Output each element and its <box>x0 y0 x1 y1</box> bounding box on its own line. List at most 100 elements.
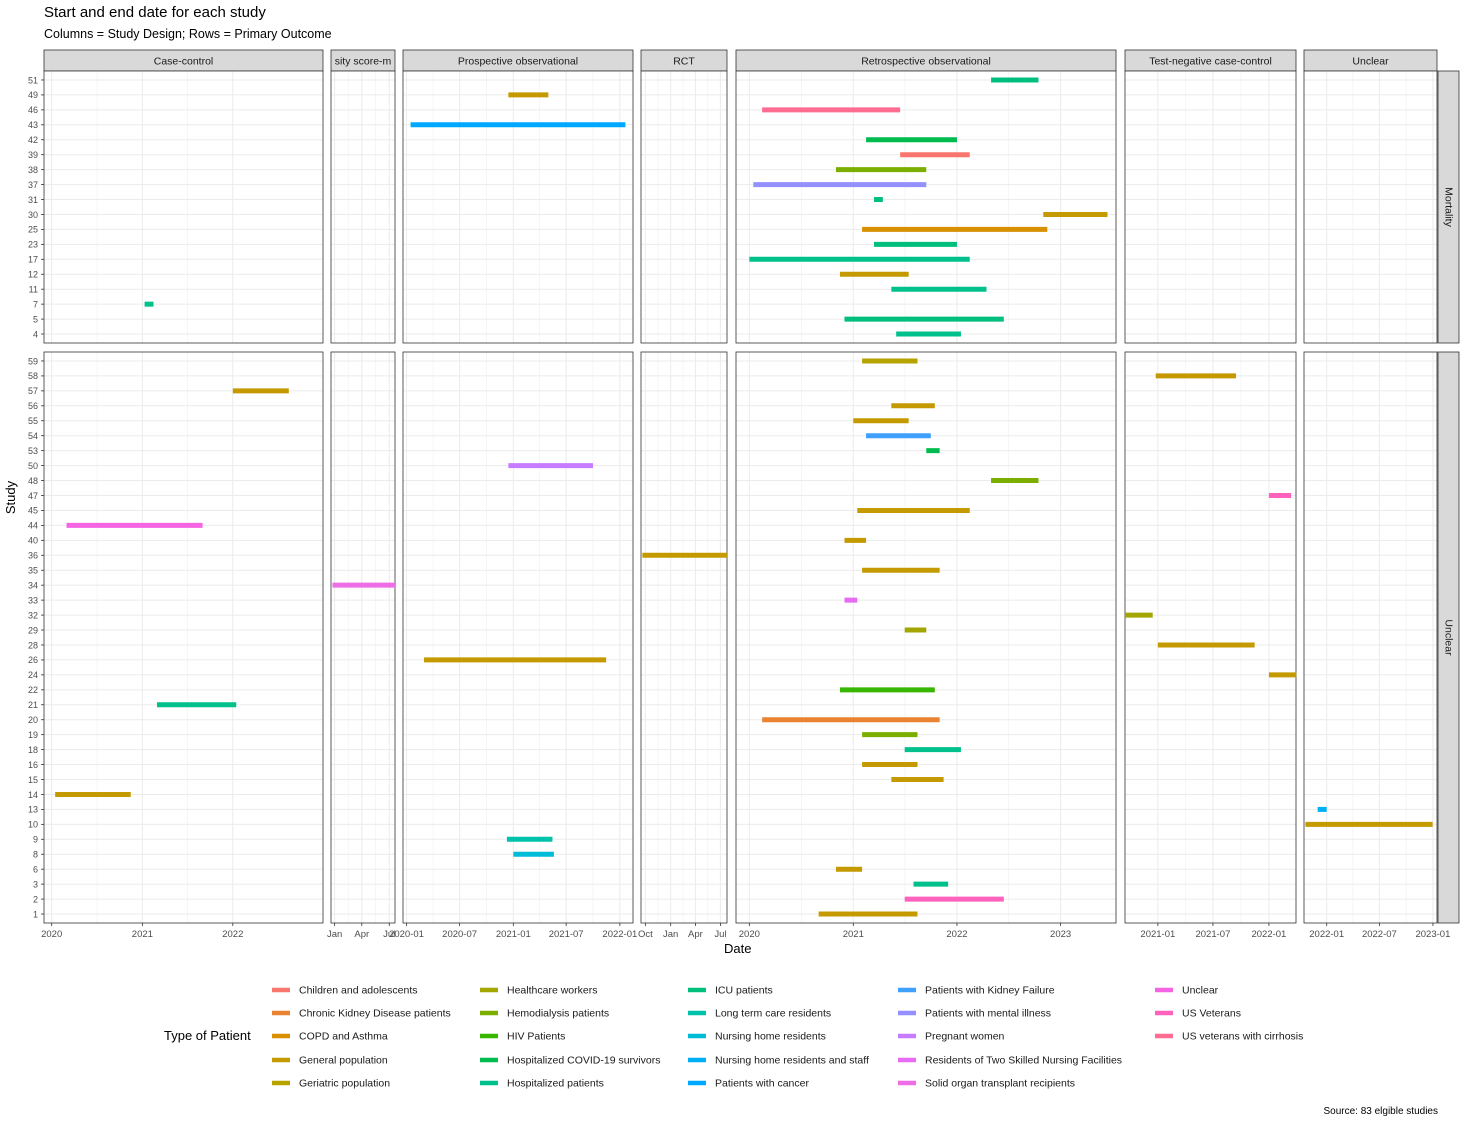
y-tick-label: 12 <box>28 270 38 280</box>
y-tick-label: 32 <box>28 610 38 620</box>
y-tick-label: 24 <box>28 670 38 680</box>
panel-background <box>44 71 323 343</box>
row-strip <box>1437 70 1460 344</box>
x-tick-label: 2022 <box>222 929 243 940</box>
x-tick-label: 2020 <box>739 929 760 940</box>
legend-label: ICU patients <box>715 985 773 997</box>
y-tick-label: 10 <box>28 820 38 830</box>
chart-subtitle: Columns = Study Design; Rows = Primary O… <box>44 27 332 41</box>
panel-background <box>331 71 395 343</box>
panel-background <box>641 71 727 343</box>
y-tick-label: 53 <box>28 446 38 456</box>
panel-border <box>735 70 1117 344</box>
legend-label: Solid organ transplant recipients <box>925 1078 1075 1090</box>
y-tick-label: 44 <box>28 521 38 531</box>
y-tick-label: 3 <box>33 879 38 889</box>
row-strip <box>1437 351 1460 924</box>
y-tick-label: 50 <box>28 461 38 471</box>
panel-background <box>403 71 633 343</box>
legend-label: Healthcare workers <box>507 985 597 997</box>
y-tick-label: 54 <box>28 431 38 441</box>
x-tick-label: Apr <box>688 929 703 940</box>
y-tick-label: 51 <box>28 75 38 85</box>
x-tick-label: Jan <box>327 929 342 940</box>
panel-background <box>641 352 727 923</box>
y-tick-label: 21 <box>28 700 38 710</box>
y-tick-label: 26 <box>28 655 38 665</box>
y-tick-label: 7 <box>33 299 38 309</box>
y-tick-label: 15 <box>28 775 38 785</box>
legend-label: Patients with mental illness <box>925 1008 1051 1020</box>
x-tick-label: 2022-01 <box>1309 929 1344 940</box>
y-tick-label: 48 <box>28 476 38 486</box>
panel-background <box>331 352 395 923</box>
legend-label: Nursing home residents and staff <box>715 1055 869 1067</box>
legend-title: Type of Patient <box>164 1028 251 1043</box>
x-tick-label: 2022-07 <box>1362 929 1397 940</box>
chart-caption: Source: 83 elgible studies <box>1323 1106 1438 1117</box>
row-strip-label: Unclear <box>1443 619 1455 656</box>
x-tick-label: 2020-07 <box>442 929 477 940</box>
y-tick-label: 47 <box>28 491 38 501</box>
x-tick-label: 2021 <box>843 929 864 940</box>
y-tick-label: 20 <box>28 715 38 725</box>
legend-label: Hospitalized COVID-19 survivors <box>507 1055 660 1067</box>
panel-border <box>330 70 396 344</box>
y-tick-label: 11 <box>29 284 38 294</box>
panel-background <box>1125 71 1296 343</box>
panel-background <box>1304 71 1437 343</box>
chart-title: Start and end date for each study <box>44 4 266 21</box>
x-tick-label: 2023 <box>1050 929 1071 940</box>
y-tick-label: 4 <box>33 329 38 339</box>
panel-border <box>402 351 634 924</box>
panel-border <box>43 351 324 924</box>
panel-border <box>640 70 728 344</box>
y-tick-label: 19 <box>28 730 38 740</box>
panel-background <box>736 352 1116 923</box>
y-tick-label: 2 <box>33 894 38 904</box>
x-tick-label: 2021-01 <box>496 929 531 940</box>
x-tick-label: Jan <box>663 929 678 940</box>
y-tick-label: 5 <box>33 314 38 324</box>
legend-label: Chronic Kidney Disease patients <box>299 1008 451 1020</box>
panel-border <box>1124 70 1297 344</box>
x-tick-label: 2022-01 <box>1251 929 1286 940</box>
column-strip-label: Case-control <box>154 56 214 68</box>
x-tick-label: 2021 <box>132 929 153 940</box>
y-tick-label: 36 <box>28 551 38 561</box>
legend-label: General population <box>299 1055 388 1067</box>
y-tick-label: 29 <box>28 625 38 635</box>
x-tick-label: 2021-07 <box>549 929 584 940</box>
y-tick-label: 38 <box>28 165 38 175</box>
column-strip-label: Prospective observational <box>458 56 578 68</box>
panel-background <box>736 71 1116 343</box>
legend-label: Hemodialysis patients <box>507 1008 609 1020</box>
y-tick-label: 35 <box>28 566 38 576</box>
y-tick-label: 14 <box>28 790 38 800</box>
panel-background <box>1304 352 1437 923</box>
y-tick-label: 28 <box>28 640 38 650</box>
y-tick-label: 6 <box>33 864 38 874</box>
column-strip-label: Unclear <box>1352 56 1389 68</box>
x-tick-label: 2020-01 <box>389 929 424 940</box>
y-tick-label: 43 <box>28 120 38 130</box>
y-tick-label: 57 <box>28 386 38 396</box>
y-tick-label: 39 <box>28 150 38 160</box>
y-tick-label: 18 <box>28 745 38 755</box>
y-tick-label: 58 <box>28 371 38 381</box>
x-axis-label: Date <box>724 941 752 956</box>
panel-border <box>402 70 634 344</box>
x-tick-label: Jul <box>714 929 726 940</box>
y-tick-label: 45 <box>28 506 38 516</box>
legend-label: Patients with cancer <box>715 1078 809 1090</box>
legend-label: Nursing home residents <box>715 1031 826 1043</box>
y-tick-label: 8 <box>33 850 38 860</box>
y-tick-label: 25 <box>28 225 38 235</box>
panel-border <box>1303 351 1438 924</box>
y-tick-label: 40 <box>28 536 38 546</box>
legend-label: Patients with Kidney Failure <box>925 985 1055 997</box>
legend-label: Hospitalized patients <box>507 1078 604 1090</box>
y-tick-label: 30 <box>28 210 38 220</box>
legend-label: COPD and Asthma <box>299 1031 388 1043</box>
